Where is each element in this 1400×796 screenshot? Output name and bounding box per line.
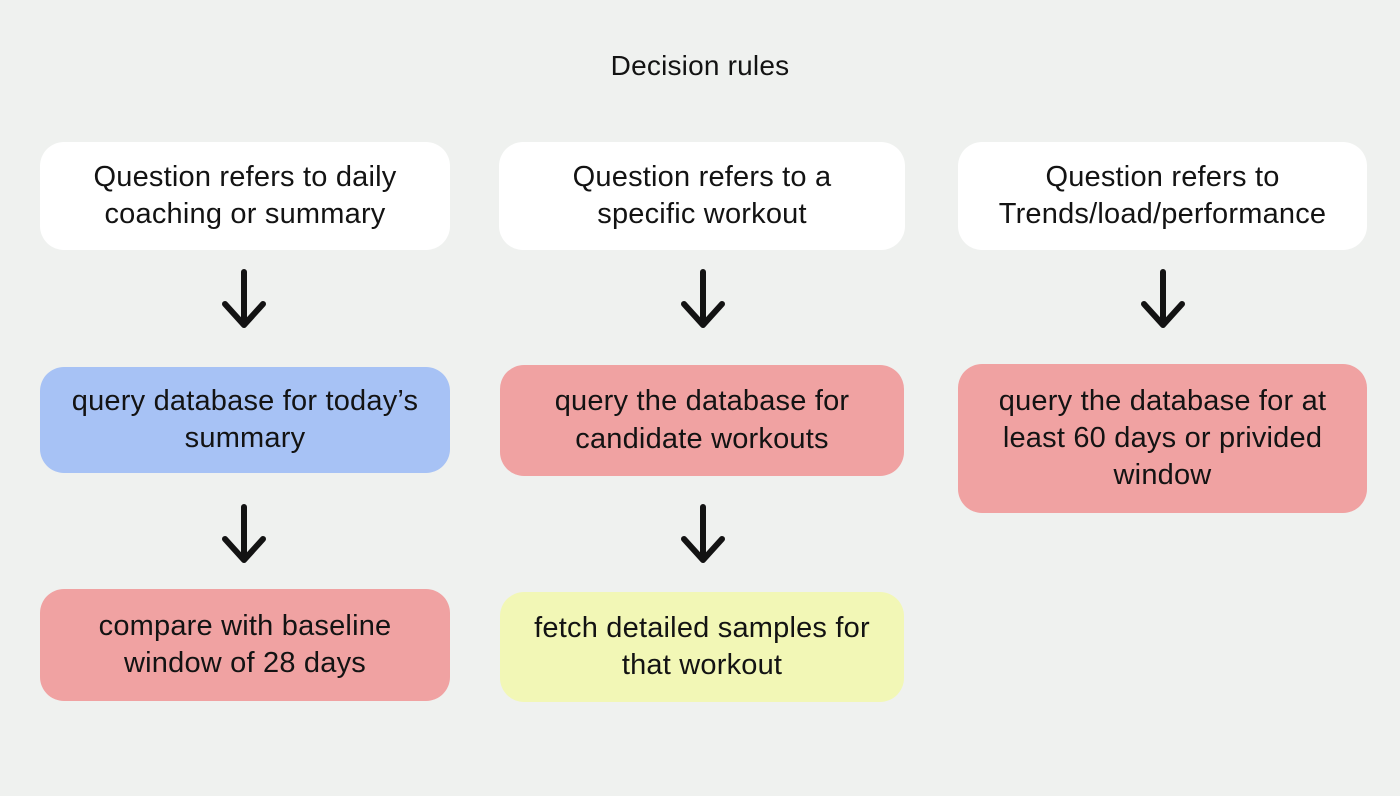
condition-box-trends-load-performance-label: Question refers to Trends/load/performan… [998,160,1327,230]
action-box-query-today-summary-label: query database for today’s summary [71,384,419,454]
action-box-query-60-days-window-label: query the database for at least 60 days … [998,384,1327,492]
page-title: Decision rules [610,50,790,81]
down-arrow-icon [679,502,727,566]
down-arrow-icon [1139,267,1187,331]
action-box-query-60-days-window: query the database for at least 60 days … [958,364,1367,513]
condition-box-specific-workout: Question refers to a specific workout [499,142,905,250]
down-arrow-icon [679,267,727,331]
action-box-query-candidate-workouts: query the database for candidate workout… [500,365,904,476]
action-box-compare-baseline-label: compare with baseline window of 28 days [98,609,392,679]
action-box-compare-baseline: compare with baseline window of 28 days [40,589,450,701]
condition-box-daily-coaching-label: Question refers to daily coaching or sum… [93,160,397,230]
down-arrow-icon [220,267,268,331]
action-box-fetch-detailed-samples-label: fetch detailed samples for that workout [534,611,870,681]
condition-box-specific-workout-label: Question refers to a specific workout [572,160,832,230]
action-box-query-candidate-workouts-label: query the database for candidate workout… [554,385,850,455]
action-box-fetch-detailed-samples: fetch detailed samples for that workout [500,592,904,702]
down-arrow-icon [220,502,268,566]
condition-box-trends-load-performance: Question refers to Trends/load/performan… [958,142,1367,250]
condition-box-daily-coaching: Question refers to daily coaching or sum… [40,142,450,250]
action-box-query-today-summary: query database for today’s summary [40,367,450,473]
